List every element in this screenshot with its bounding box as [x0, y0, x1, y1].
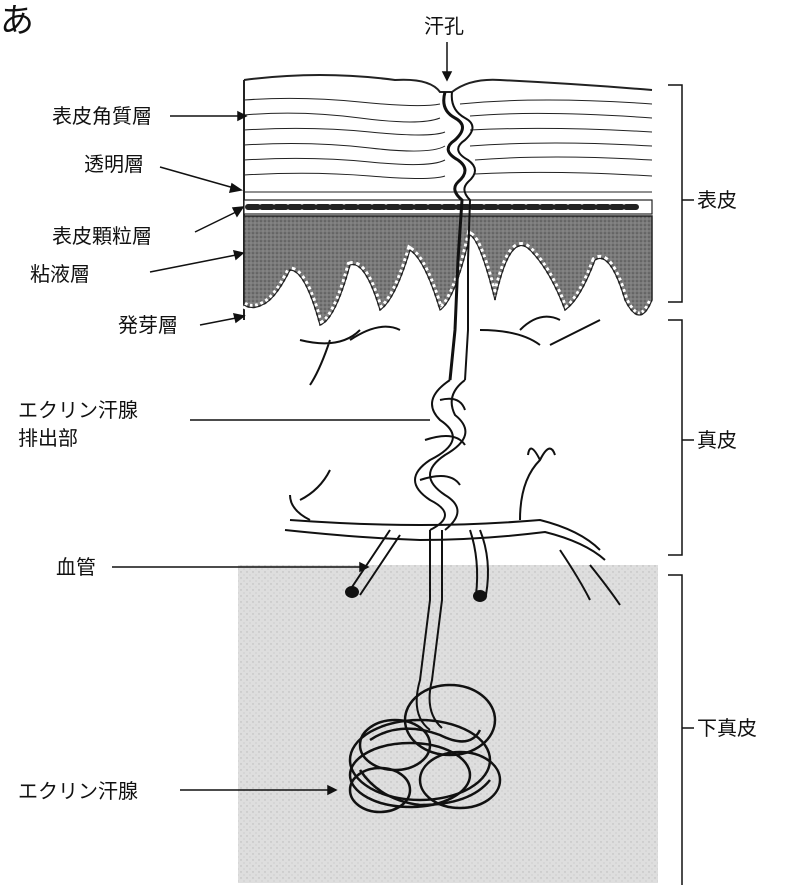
epidermis-label: 表皮 — [697, 188, 737, 212]
stratum-corneum-label: 表皮角質層 — [52, 104, 152, 128]
eccrine-duct-label-line2: 排出部 — [18, 426, 78, 450]
stratum-lucidum-label: 透明層 — [84, 152, 144, 176]
stratum-granulosum-label: 表皮顆粒層 — [52, 224, 152, 248]
corner-glyph: あ — [0, 2, 34, 40]
mucous-layer-label: 粘液層 — [30, 262, 90, 286]
stratum-granulosum-region — [244, 200, 652, 214]
section-brackets — [668, 85, 694, 885]
eccrine-duct-coil — [415, 380, 465, 530]
germinative-layer-label: 発芽層 — [118, 313, 178, 337]
sweat-pore-label: 汗孔 — [424, 14, 464, 38]
eccrine-gland-label: エクリン汗腺 — [18, 779, 138, 803]
dermis-label: 真皮 — [697, 428, 737, 452]
blood-vessel-label: 血管 — [56, 555, 96, 579]
hypodermis-label: 下真皮 — [697, 716, 757, 740]
eccrine-duct-label-line1: エクリン汗腺 — [18, 398, 138, 422]
